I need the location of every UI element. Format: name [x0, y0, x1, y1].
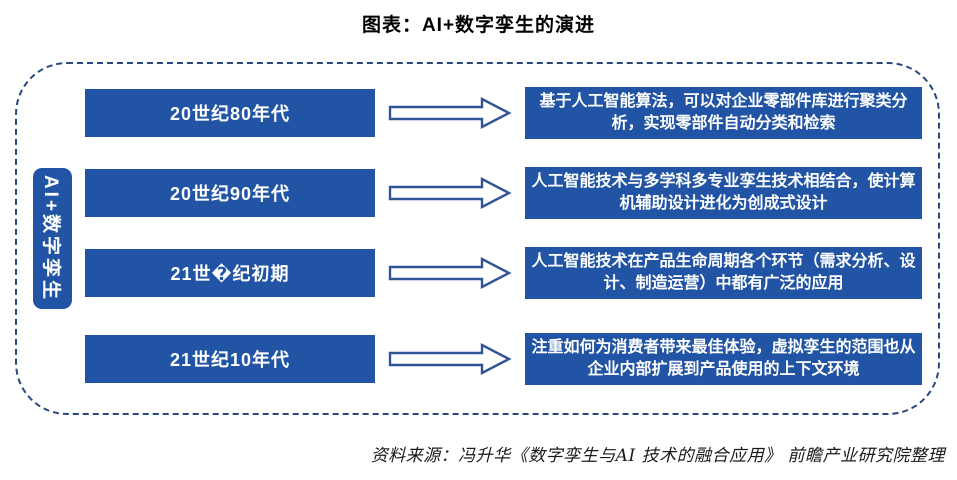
side-label-text: AI+数字孪生: [40, 174, 62, 303]
right-arrow-icon: [375, 96, 525, 130]
right-arrow-icon: [375, 342, 525, 376]
right-arrow-icon: [375, 256, 525, 290]
side-label-box: AI+数字孪生: [33, 168, 72, 309]
description-box: 人工智能技术在产品生命周期各个环节（需求分析、设计、制造运营）中都有广泛的应用: [525, 247, 922, 299]
period-box: 21世纪10年代: [85, 335, 375, 383]
dashed-frame: [15, 62, 940, 415]
right-arrow-icon: [375, 176, 525, 210]
timeline-row-2010s: 21世纪10年代 注重如何为消费者带来最佳体验，虚拟孪生的范围也从企业内部扩展到…: [85, 333, 922, 385]
timeline-row-early-2000s: 21世�纪初期 人工智能技术在产品生命周期各个环节（需求分析、设计、制造运营）中…: [85, 247, 922, 299]
source-caption: 资料来源：冯升华《数字孪生与AI 技术的融合应用》 前瞻产业研究院整理: [370, 446, 945, 466]
description-box: 基于人工智能算法，可以对企业零部件库进行聚类分析，实现零部件自动分类和检索: [525, 87, 922, 139]
timeline-row-1980s: 20世纪80年代 基于人工智能算法，可以对企业零部件库进行聚类分析，实现零部件自…: [85, 87, 922, 139]
timeline-row-1990s: 20世纪90年代 人工智能技术与多学科多专业孪生技术相结合，使计算机辅助设计进化…: [85, 167, 922, 219]
description-box: 人工智能技术与多学科多专业孪生技术相结合，使计算机辅助设计进化为创成式设计: [525, 167, 922, 219]
period-box: 20世纪80年代: [85, 89, 375, 137]
description-box: 注重如何为消费者带来最佳体验，虚拟孪生的范围也从企业内部扩展到产品使用的上下文环…: [525, 333, 922, 385]
period-box: 21世�纪初期: [85, 249, 375, 297]
page-title: 图表：AI+数字孪生的演进: [361, 15, 596, 36]
period-box: 20世纪90年代: [85, 169, 375, 217]
